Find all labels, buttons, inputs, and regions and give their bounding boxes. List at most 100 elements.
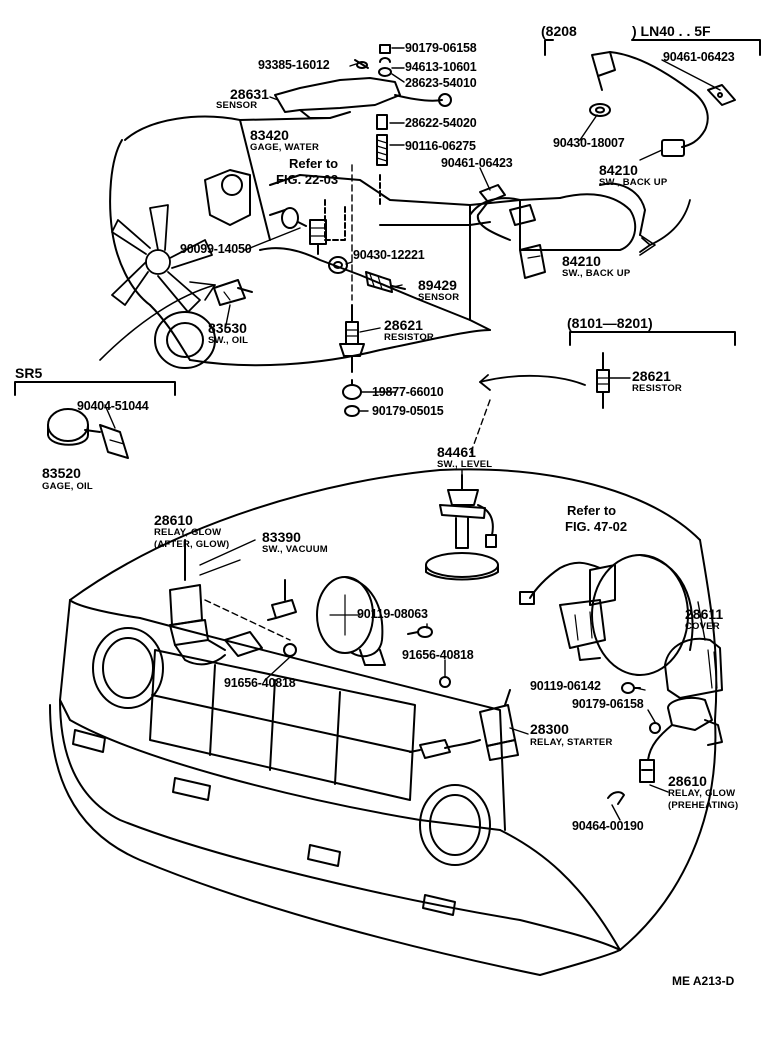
sr5-bracket — [14, 381, 176, 396]
gasket-90430-12221 — [328, 256, 348, 274]
part-description: RELAY, GLOW — [668, 788, 736, 799]
part-number: 90099-14050 — [180, 242, 252, 256]
part-number: 90461-06423 — [663, 50, 735, 64]
clip-90464-00190 — [607, 791, 625, 805]
vehicle-front-body — [49, 468, 718, 976]
leader-arrow-top — [649, 199, 691, 246]
glow-relay-preheat-28610 — [639, 697, 723, 783]
oil-gage-83520 — [47, 408, 129, 459]
part-number: 91656-40818 — [402, 648, 474, 662]
water-gage-sender — [269, 207, 307, 229]
part-number: 90430-18007 — [553, 136, 625, 150]
part-number: 28610 — [154, 512, 193, 528]
part-description: SW., OIL — [208, 335, 249, 346]
model-range-b: (8101—8201) — [567, 315, 653, 331]
nut-91656-right — [439, 676, 451, 688]
model-bracket-mid-right — [569, 331, 736, 346]
sensor-89429 — [365, 271, 406, 293]
part-description: SW., VACUUM — [262, 544, 328, 555]
figure-reference: FIG. 22-03 — [276, 172, 339, 187]
figure-reference: Refer to — [567, 503, 617, 518]
backup-switch-84210-lower — [476, 184, 546, 279]
model-range-a-close: ) LN40 . . 5F — [632, 23, 711, 39]
part-number: 28623-54010 — [405, 76, 477, 90]
leader-arrow-mid-head — [479, 374, 491, 391]
part-number: 28631 — [230, 86, 269, 102]
part-number: 90179-06158 — [572, 697, 644, 711]
part-description: SW., BACK UP — [562, 268, 631, 279]
sensor-stem — [376, 114, 388, 166]
brake-master-assembly — [519, 554, 694, 676]
resistor-28621-right — [596, 352, 610, 409]
figure-reference: FIG. 47-02 — [565, 519, 628, 534]
part-description: SW., BACK UP — [599, 177, 668, 188]
resistor-28621-engine — [339, 164, 365, 417]
part-number: 84461 — [437, 444, 476, 460]
part-description: RELAY, GLOW — [154, 527, 222, 538]
sr5-label: SR5 — [15, 365, 43, 381]
part-number: 90179-06158 — [405, 41, 477, 55]
callout-leaders — [104, 47, 721, 821]
part-number: 28610 — [668, 773, 707, 789]
part-description: GAGE, WATER — [250, 142, 320, 153]
crank-pulley — [154, 311, 216, 369]
part-description: RESISTOR — [384, 332, 434, 343]
part-description: GAGE, OIL — [42, 481, 93, 492]
part-number: 84210 — [599, 162, 638, 178]
part-number: 28621 — [632, 368, 671, 384]
level-switch-84461 — [425, 474, 499, 581]
horn-cover — [316, 576, 386, 666]
part-number: 28611 — [685, 606, 724, 622]
part-number: 90119-06142 — [530, 679, 601, 693]
part-number: 90461-06423 — [441, 156, 513, 170]
part-number: 28300 — [530, 721, 569, 737]
part-number: 28621 — [384, 317, 423, 333]
sender-90099 — [309, 219, 327, 255]
part-description: COVER — [685, 621, 720, 632]
part-number: 83420 — [250, 127, 289, 143]
part-number: 84210 — [562, 253, 601, 269]
part-description: SW., LEVEL — [437, 459, 493, 470]
part-number: 90404-51044 — [77, 399, 149, 413]
part-number: 94613-10601 — [405, 60, 477, 74]
part-number: 90179-05015 — [372, 404, 444, 418]
model-bracket-top-right — [544, 39, 761, 56]
relay-cover-28611 — [664, 637, 723, 699]
engine-fan — [111, 204, 213, 313]
part-number: 90430-12221 — [353, 248, 425, 262]
nut-91656-left — [283, 643, 297, 657]
part-number: 91656-40818 — [224, 676, 296, 690]
oil-switch-83530 — [213, 279, 253, 306]
glow-relay-after-28610 — [169, 539, 291, 666]
figure-code: ME A213-D — [672, 974, 735, 988]
starter-relay-28300 — [409, 689, 519, 761]
part-description: (PREHEATING) — [668, 800, 739, 811]
part-number: 89429 — [418, 277, 457, 293]
model-range-a-open: (8208 — [541, 23, 577, 39]
sensor-bracket-28631 — [274, 44, 452, 119]
backup-switch-assembly-top — [589, 51, 736, 157]
leader-arrow-top-head — [639, 237, 651, 253]
part-number: 19877-66010 — [372, 385, 444, 399]
part-number: 28622-54020 — [405, 116, 477, 130]
part-description: (AFTER, GLOW) — [154, 539, 230, 550]
leader-arrow-mid — [479, 374, 586, 386]
part-description: SENSOR — [216, 100, 258, 111]
part-number: 90464-00190 — [572, 819, 644, 833]
part-description: SENSOR — [418, 292, 460, 303]
part-number: 90116-06275 — [405, 139, 476, 153]
part-number: 93385-16012 — [258, 58, 330, 72]
bolt-90119-08063 — [407, 626, 433, 638]
part-number: 83390 — [262, 529, 301, 545]
part-description: RELAY, STARTER — [530, 737, 613, 748]
part-number: 83520 — [42, 465, 81, 481]
part-number: 83530 — [208, 320, 247, 336]
figure-reference: Refer to — [289, 156, 339, 171]
part-description: RESISTOR — [632, 383, 682, 394]
part-number: 90119-08063 — [357, 607, 428, 621]
nut-90179-06158-lower — [649, 722, 661, 734]
leader-dashed-oil — [469, 399, 491, 456]
vacuum-switch-83390 — [267, 579, 297, 621]
